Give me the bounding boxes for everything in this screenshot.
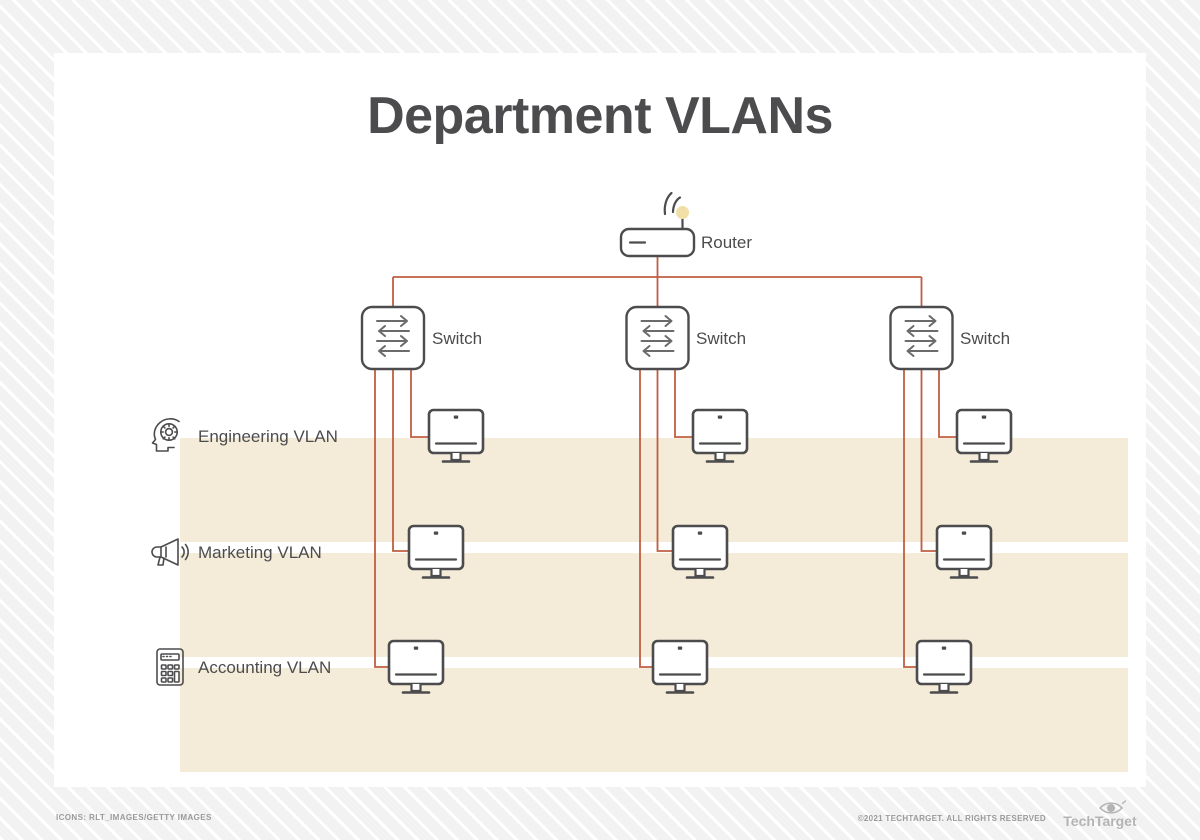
calculator-icon <box>148 645 192 689</box>
vlan-band-accounting <box>180 668 1128 772</box>
footer-credit: ICONS: RLT_IMAGES/GETTY IMAGES <box>56 813 212 822</box>
head-gear-icon <box>148 414 192 458</box>
eye-logo-icon <box>1098 800 1127 814</box>
megaphone-icon <box>148 530 192 574</box>
page-title: Department VLANs <box>367 87 833 145</box>
vlan-label-engineering: Engineering VLAN <box>198 427 338 446</box>
switch-label-1: Switch <box>432 329 483 348</box>
vlan-band-marketing <box>180 553 1128 657</box>
router-label: Router <box>701 233 753 252</box>
techtarget-logo-text: TechTarget <box>1063 813 1137 829</box>
vlan-band-engineering <box>180 438 1128 542</box>
vlan-label-marketing: Marketing VLAN <box>198 543 322 562</box>
techtarget-logo: TechTarget <box>1054 798 1146 832</box>
switch-label-3: Switch <box>960 329 1011 348</box>
vlan-label-accounting: Accounting VLAN <box>198 658 332 677</box>
switch-label-2: Switch <box>696 329 747 348</box>
footer-copyright: ©2021 TECHTARGET. ALL RIGHTS RESERVED <box>857 814 1046 823</box>
